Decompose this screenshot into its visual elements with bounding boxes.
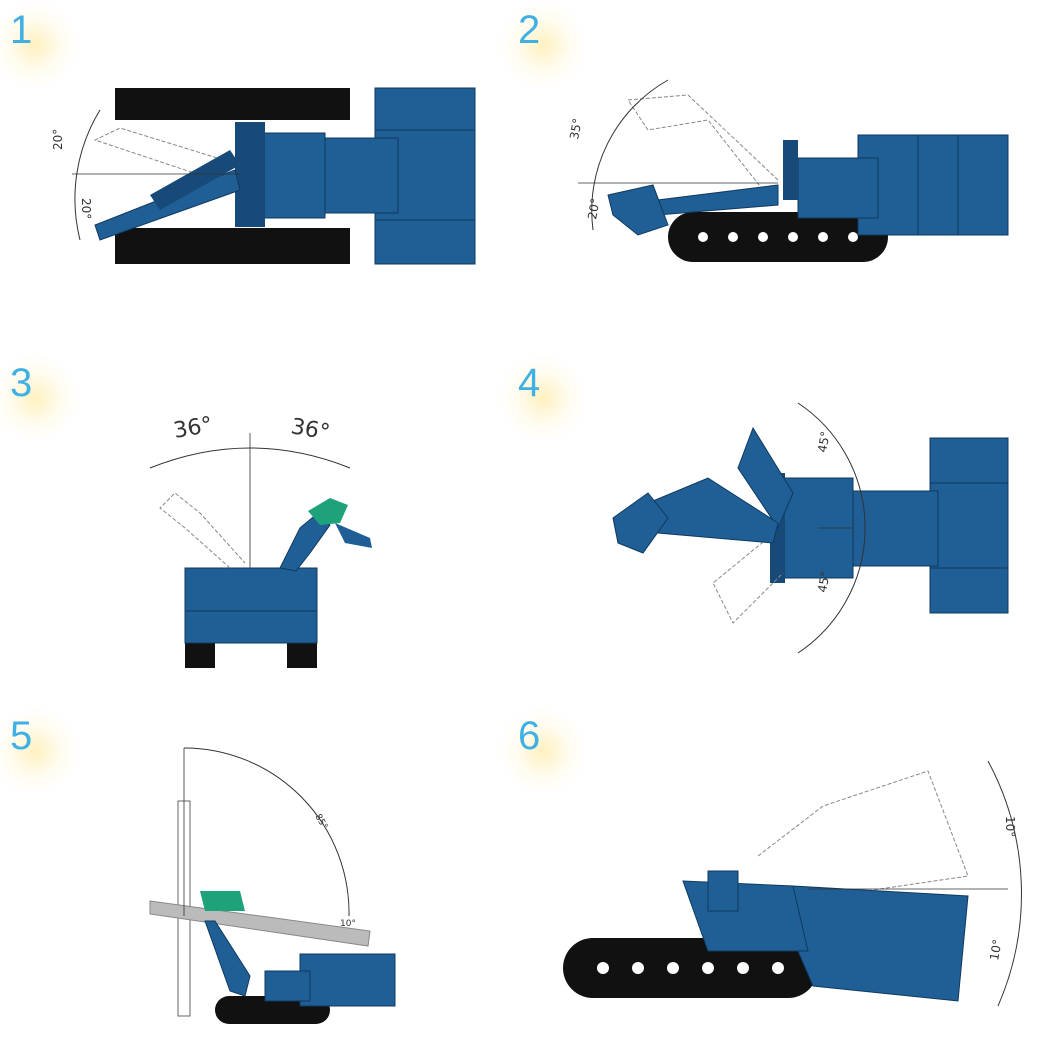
crawler-track [563, 938, 818, 998]
drill-head [200, 891, 245, 911]
panel-6: 6 10° 10° [498, 706, 1038, 1059]
panel-3: 3 36° 36° [0, 353, 530, 706]
ghost-cabin [757, 770, 969, 902]
ghost-boom [159, 492, 246, 569]
angle-label-down: 20° [585, 197, 602, 220]
ghost-boom [712, 537, 784, 624]
angle-label-right: 36° [289, 414, 332, 445]
angle-arc [149, 447, 351, 469]
turret [254, 132, 326, 219]
chassis [317, 137, 399, 214]
highlight-glow [498, 353, 588, 443]
front-body [184, 567, 318, 644]
slew-ring [235, 122, 265, 227]
boom-arm [279, 512, 331, 572]
mast-post [783, 140, 798, 200]
panel-2: 2 35° 20° [498, 0, 1038, 353]
panel-1: 1 20° 20° [0, 0, 530, 353]
panel-number: 1 [10, 8, 33, 52]
highlight-glow [0, 0, 80, 90]
boom-arm [204, 920, 251, 997]
panel-number: 3 [10, 361, 33, 405]
angle-arc [591, 79, 669, 231]
horizontal-drill-rod [149, 900, 371, 947]
angle-arc [74, 109, 101, 241]
highlight-glow [0, 353, 80, 443]
angle-label-down: 20° [79, 198, 93, 219]
highlight-glow [498, 706, 588, 796]
rear-cabin [299, 953, 396, 1007]
drill-rig-top-view-swing: 20° 20° [51, 87, 476, 265]
drill-rig-top-view-rotation: 45° 45° [612, 402, 1009, 654]
angle-label-down: 45° [815, 570, 832, 593]
ghost-boom [93, 127, 241, 186]
drill-head [612, 492, 669, 554]
angle-arc [987, 760, 1022, 1007]
angle-label-left: 36° [172, 413, 215, 444]
body [797, 157, 879, 219]
angle-label-up: 85° [312, 813, 329, 832]
angle-arc [797, 402, 866, 654]
panel-5: 5 85° 10° [0, 706, 530, 1059]
drill-head [607, 184, 669, 236]
angle-label-up: 45° [815, 430, 832, 453]
drill-rig-mast-tilt: 85° 10° [149, 747, 396, 1024]
left-track [115, 88, 350, 120]
panel-number: 5 [10, 714, 33, 758]
highlight-glow [0, 706, 80, 796]
drill-rig-side-view-lift: 35° 20° [567, 79, 1009, 262]
panel-number: 4 [518, 361, 541, 405]
angle-label-down: 10° [987, 938, 1004, 961]
drill-head [707, 870, 739, 912]
crawler-track [668, 212, 888, 262]
angle-arc [183, 747, 350, 917]
chassis [852, 490, 939, 567]
boom-arm [737, 426, 794, 530]
rear-cabin [929, 437, 1009, 614]
panel-number: 2 [518, 8, 541, 52]
drill-head [308, 498, 348, 525]
angle-label-up: 20° [51, 129, 65, 150]
drill-rig-cabin-tilt: 10° 10° [563, 760, 1022, 1007]
highlight-glow [498, 0, 588, 90]
rear-cabin [857, 134, 1009, 236]
drill-rig-front-view-swing: 36° 36° [149, 413, 372, 668]
angle-label-up: 10° [1003, 816, 1017, 837]
ghost-boom [627, 94, 779, 191]
right-track [115, 228, 350, 264]
panel-4: 4 45° 45° [498, 353, 1038, 706]
panel-number: 6 [518, 714, 541, 758]
body [264, 970, 311, 1002]
angle-label-down: 10° [340, 919, 356, 929]
angle-label-up: 35° [567, 117, 584, 140]
boom-arm [657, 184, 779, 216]
